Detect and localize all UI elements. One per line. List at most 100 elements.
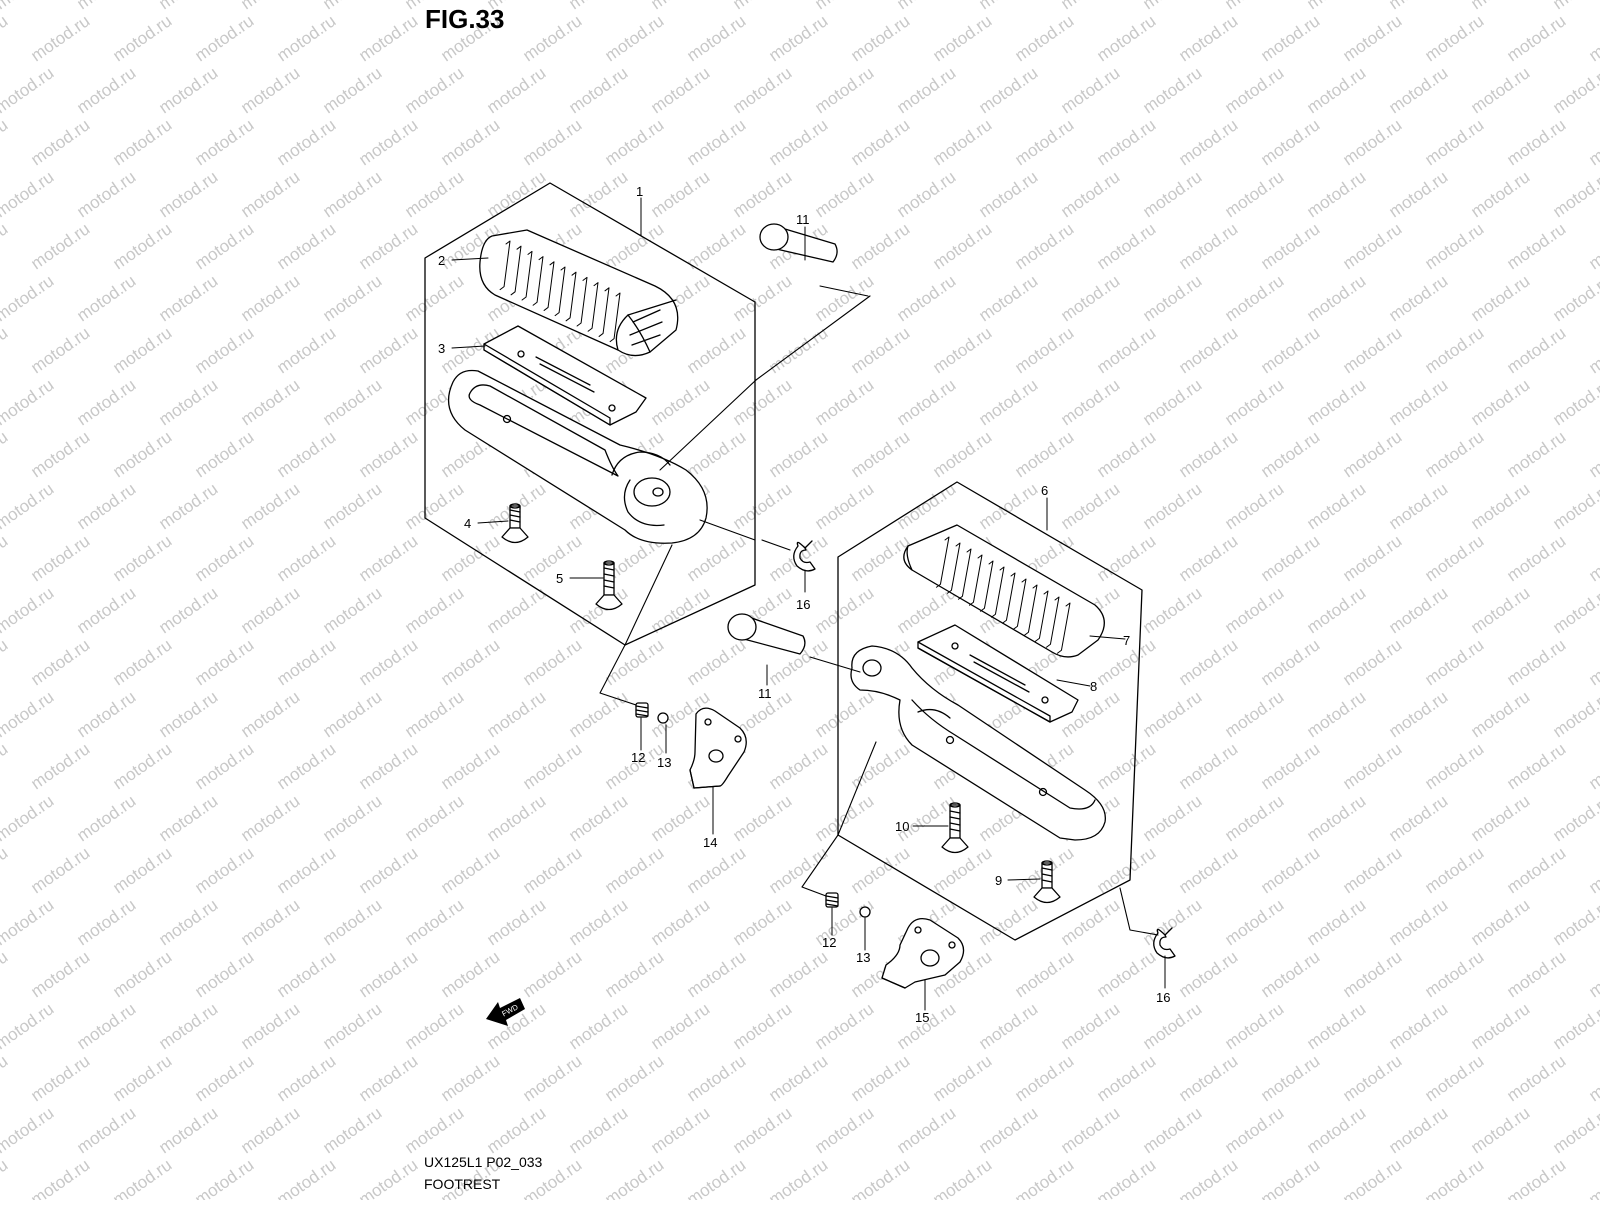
svg-text:motod.ru: motod.ru — [0, 1155, 11, 1200]
svg-text:motod.ru: motod.ru — [647, 0, 713, 13]
svg-text:motod.ru: motod.ru — [73, 1103, 139, 1157]
callout-9: 9 — [995, 873, 1002, 888]
svg-text:motod.ru: motod.ru — [683, 1051, 749, 1105]
svg-text:motod.ru: motod.ru — [437, 947, 503, 1001]
svg-text:motod.ru: motod.ru — [519, 1051, 585, 1105]
svg-text:motod.ru: motod.ru — [1467, 375, 1533, 429]
svg-text:motod.ru: motod.ru — [519, 531, 585, 585]
ball-13-upper — [657, 712, 669, 724]
svg-text:motod.ru: motod.ru — [683, 635, 749, 689]
svg-text:motod.ru: motod.ru — [1257, 1051, 1323, 1105]
svg-text:motod.ru: motod.ru — [237, 63, 303, 117]
svg-text:motod.ru: motod.ru — [1549, 583, 1600, 637]
svg-text:motod.ru: motod.ru — [401, 63, 467, 117]
svg-text:motod.ru: motod.ru — [1139, 375, 1205, 429]
svg-text:motod.ru: motod.ru — [437, 531, 503, 585]
svg-text:motod.ru: motod.ru — [191, 947, 257, 1001]
svg-text:motod.ru: motod.ru — [893, 999, 959, 1053]
svg-text:motod.ru: motod.ru — [27, 1155, 93, 1200]
svg-text:motod.ru: motod.ru — [519, 739, 585, 793]
callout-11-upper: 11 — [796, 212, 810, 227]
svg-text:motod.ru: motod.ru — [893, 1103, 959, 1157]
svg-text:motod.ru: motod.ru — [847, 323, 913, 377]
svg-text:motod.ru: motod.ru — [273, 635, 339, 689]
svg-text:motod.ru: motod.ru — [565, 167, 631, 221]
svg-text:motod.ru: motod.ru — [1467, 63, 1533, 117]
svg-text:motod.ru: motod.ru — [355, 947, 421, 1001]
svg-text:motod.ru: motod.ru — [0, 11, 11, 65]
svg-text:motod.ru: motod.ru — [1303, 375, 1369, 429]
svg-text:motod.ru: motod.ru — [237, 791, 303, 845]
svg-text:motod.ru: motod.ru — [1467, 271, 1533, 325]
svg-text:motod.ru: motod.ru — [155, 0, 221, 13]
svg-text:motod.ru: motod.ru — [893, 271, 959, 325]
svg-text:motod.ru: motod.ru — [1585, 115, 1600, 169]
svg-text:motod.ru: motod.ru — [73, 63, 139, 117]
svg-text:motod.ru: motod.ru — [1093, 947, 1159, 1001]
svg-text:motod.ru: motod.ru — [683, 1155, 749, 1200]
svg-text:motod.ru: motod.ru — [319, 583, 385, 637]
svg-text:motod.ru: motod.ru — [847, 1155, 913, 1200]
svg-text:motod.ru: motod.ru — [109, 635, 175, 689]
svg-text:motod.ru: motod.ru — [0, 791, 57, 845]
footrest-bracket-left — [447, 369, 708, 544]
svg-text:motod.ru: motod.ru — [0, 687, 57, 741]
svg-text:motod.ru: motod.ru — [483, 791, 549, 845]
svg-text:motod.ru: motod.ru — [1385, 583, 1451, 637]
svg-text:motod.ru: motod.ru — [237, 479, 303, 533]
svg-text:motod.ru: motod.ru — [683, 11, 749, 65]
callout-10: 10 — [895, 819, 909, 834]
svg-text:motod.ru: motod.ru — [73, 791, 139, 845]
svg-text:motod.ru: motod.ru — [483, 63, 549, 117]
svg-text:motod.ru: motod.ru — [109, 427, 175, 481]
svg-text:motod.ru: motod.ru — [237, 167, 303, 221]
svg-text:motod.ru: motod.ru — [483, 895, 549, 949]
svg-text:motod.ru: motod.ru — [1385, 167, 1451, 221]
svg-text:motod.ru: motod.ru — [1221, 479, 1287, 533]
svg-text:motod.ru: motod.ru — [1585, 219, 1600, 273]
svg-text:motod.ru: motod.ru — [1303, 583, 1369, 637]
ball-13-lower — [859, 906, 871, 918]
svg-text:motod.ru: motod.ru — [437, 843, 503, 897]
svg-text:motod.ru: motod.ru — [811, 479, 877, 533]
svg-text:motod.ru: motod.ru — [1093, 115, 1159, 169]
svg-text:motod.ru: motod.ru — [437, 635, 503, 689]
svg-text:motod.ru: motod.ru — [191, 427, 257, 481]
svg-text:motod.ru: motod.ru — [1093, 11, 1159, 65]
callout-4: 4 — [464, 516, 471, 531]
svg-text:motod.ru: motod.ru — [0, 895, 57, 949]
svg-text:motod.ru: motod.ru — [109, 531, 175, 585]
svg-text:motod.ru: motod.ru — [519, 947, 585, 1001]
svg-text:motod.ru: motod.ru — [319, 0, 385, 13]
svg-text:motod.ru: motod.ru — [1421, 843, 1487, 897]
svg-text:motod.ru: motod.ru — [1303, 687, 1369, 741]
svg-text:motod.ru: motod.ru — [27, 219, 93, 273]
svg-text:motod.ru: motod.ru — [847, 739, 913, 793]
svg-text:motod.ru: motod.ru — [647, 583, 713, 637]
svg-text:motod.ru: motod.ru — [27, 531, 93, 585]
svg-text:motod.ru: motod.ru — [975, 0, 1041, 13]
svg-text:motod.ru: motod.ru — [565, 63, 631, 117]
svg-text:motod.ru: motod.ru — [1221, 271, 1287, 325]
svg-text:motod.ru: motod.ru — [1221, 687, 1287, 741]
svg-text:motod.ru: motod.ru — [1339, 219, 1405, 273]
callout-6: 6 — [1041, 483, 1048, 498]
svg-text:motod.ru: motod.ru — [1257, 1155, 1323, 1200]
svg-text:motod.ru: motod.ru — [1221, 791, 1287, 845]
svg-text:motod.ru: motod.ru — [811, 0, 877, 13]
svg-text:motod.ru: motod.ru — [0, 583, 57, 637]
svg-text:motod.ru: motod.ru — [1093, 427, 1159, 481]
svg-text:motod.ru: motod.ru — [1057, 1103, 1123, 1157]
svg-text:motod.ru: motod.ru — [811, 63, 877, 117]
svg-text:motod.ru: motod.ru — [1139, 167, 1205, 221]
svg-text:motod.ru: motod.ru — [1585, 323, 1600, 377]
svg-text:motod.ru: motod.ru — [1139, 687, 1205, 741]
svg-text:motod.ru: motod.ru — [109, 1155, 175, 1200]
e-ring-16-upper — [793, 540, 816, 572]
svg-text:motod.ru: motod.ru — [1175, 11, 1241, 65]
svg-text:motod.ru: motod.ru — [1503, 531, 1569, 585]
svg-text:motod.ru: motod.ru — [273, 115, 339, 169]
svg-text:motod.ru: motod.ru — [765, 843, 831, 897]
bolt-5 — [595, 560, 623, 611]
svg-text:motod.ru: motod.ru — [1421, 947, 1487, 1001]
